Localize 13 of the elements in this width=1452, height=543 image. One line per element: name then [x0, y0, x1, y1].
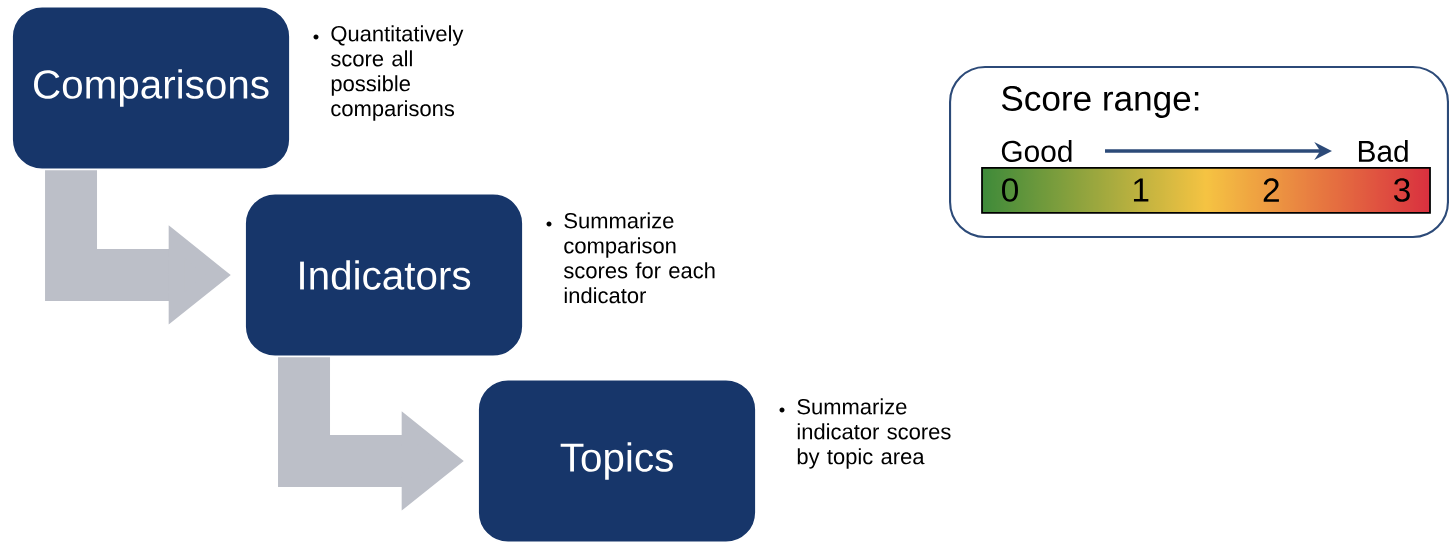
- step-box: Indicators: [244, 192, 524, 358]
- step-box: Comparisons: [11, 5, 291, 171]
- description-text: Quantitatively score all possible comparisons: [330, 25, 464, 121]
- scale-number: 0: [1002, 178, 1018, 202]
- scale-end-label: Bad: [1358, 140, 1408, 162]
- scale-number: 3: [1394, 178, 1410, 202]
- description-text: Summarize indicator scores by topic area: [797, 398, 951, 469]
- scale-number: 1: [1133, 178, 1149, 202]
- scale-number: 2: [1263, 178, 1279, 202]
- step-box: Topics: [477, 378, 757, 543]
- scale-end-label: Good: [1001, 140, 1072, 162]
- description-text: Summarize comparison scores for each indicator: [563, 212, 715, 304]
- color-scale-bar: [981, 167, 1431, 214]
